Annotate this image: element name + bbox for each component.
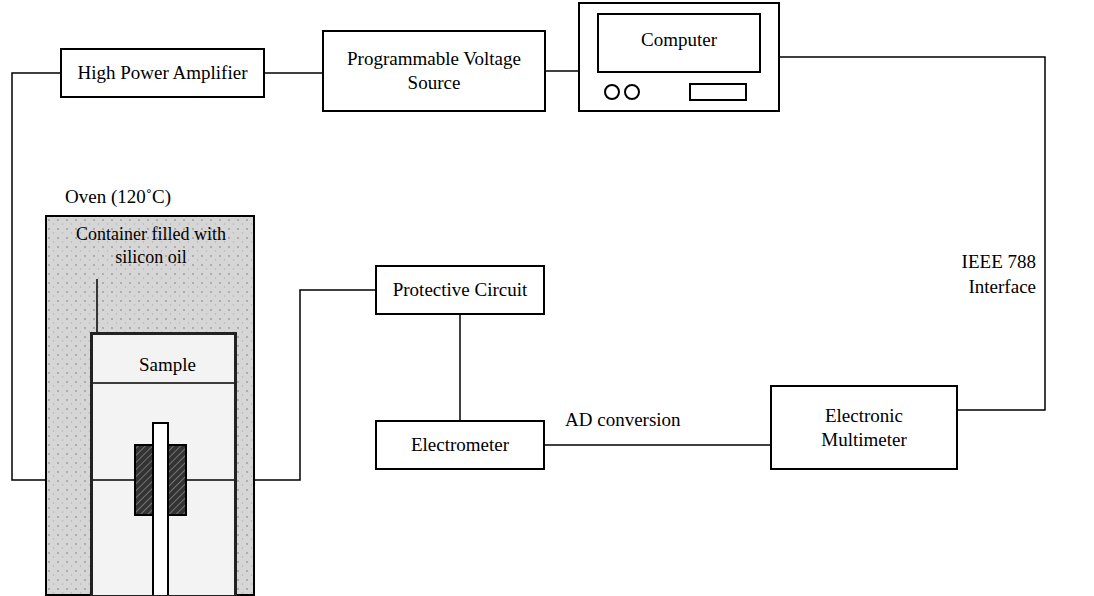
- node-label: Electronic Multimeter: [772, 404, 956, 452]
- multimeter-box: Electronic Multimeter: [770, 385, 958, 470]
- node-label: Protective Circuit: [385, 278, 536, 302]
- oven-heading: Oven (120˚C): [65, 185, 171, 209]
- computer-box: Computer: [578, 2, 780, 112]
- wire-connector: [459, 315, 461, 420]
- wire-connector: [265, 72, 322, 74]
- amplifier-box: High Power Amplifier: [60, 48, 265, 98]
- node-label: High Power Amplifier: [70, 61, 256, 85]
- electrometer-box: Electrometer: [375, 420, 545, 470]
- edge-label: AD conversion: [565, 408, 745, 433]
- node-label: Computer: [598, 28, 760, 52]
- wire-connector: [237, 290, 375, 480]
- oven-box: Oven (120˚C)Container filled with silico…: [45, 215, 255, 596]
- wire-connector: [546, 70, 578, 72]
- computer-drawing: [580, 4, 778, 110]
- protective-circuit-box: Protective Circuit: [375, 265, 545, 315]
- wire-connector: [545, 444, 770, 446]
- container-box: Sample: [90, 332, 237, 596]
- node-label: Programmable Voltage Source: [324, 47, 544, 95]
- node-label: Sample: [139, 353, 196, 377]
- node-label: Electrometer: [403, 433, 517, 457]
- wire-connector: [780, 57, 1045, 410]
- edge-label: IEEE 788 Interface: [940, 250, 1036, 299]
- voltage-source-box: Programmable Voltage Source: [322, 30, 546, 112]
- node-label: Container filled with silicon oil: [55, 223, 247, 268]
